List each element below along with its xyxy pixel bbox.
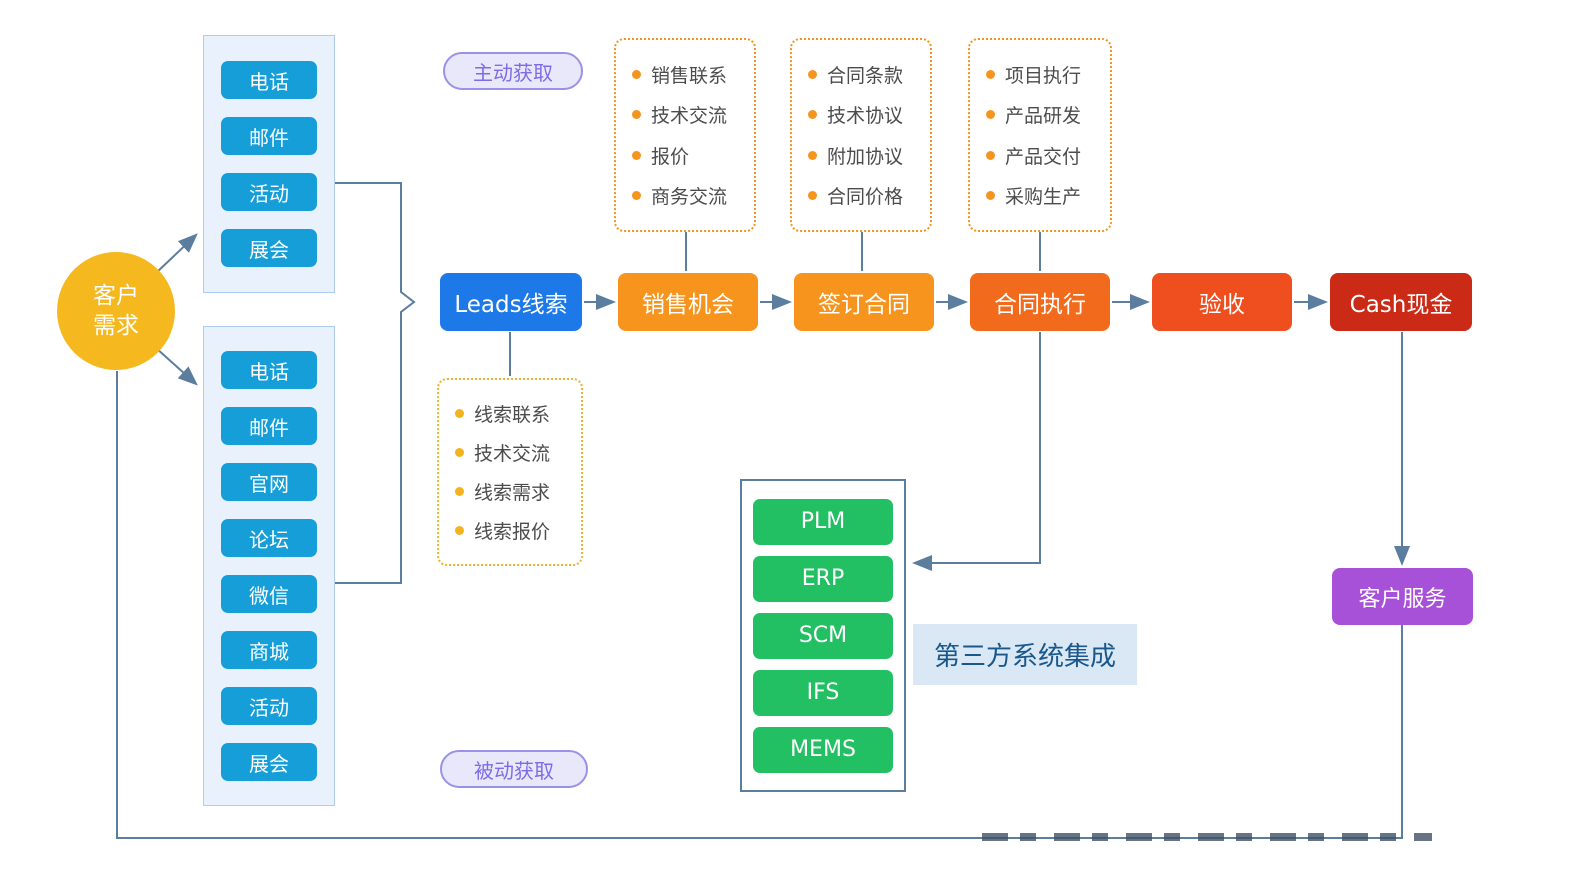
channel-expo: 展会: [221, 229, 317, 267]
flow-contract-execution-node: 合同执行: [970, 273, 1110, 331]
system-erp: ERP: [753, 555, 893, 602]
channel-wechat: 微信: [221, 575, 317, 613]
detail-label: 技术交流: [474, 443, 551, 465]
flow-cash-node: Cash现金: [1330, 273, 1472, 331]
bullet-icon: [986, 110, 995, 120]
customer-need-node: 客户 需求: [57, 252, 175, 370]
detail-item: 线索需求: [455, 478, 577, 505]
detail-label: 产品研发: [1005, 105, 1082, 128]
channel-phone: 电话: [221, 61, 317, 99]
detail-label: 合同价格: [827, 185, 904, 208]
detail-item: 合同价格: [808, 182, 926, 209]
channel-event: 活动: [221, 173, 317, 211]
customer-need-line1: 客户: [93, 283, 139, 309]
customer-need-line2: 需求: [93, 313, 139, 339]
bullet-icon: [455, 448, 464, 457]
bullet-icon: [632, 150, 641, 160]
bullet-icon: [632, 110, 641, 120]
active-channels-group: 电话 邮件 活动 展会: [203, 35, 335, 293]
detail-label: 项目执行: [1005, 65, 1082, 88]
channel-forum: 论坛: [221, 519, 317, 557]
channel-event: 活动: [221, 687, 317, 725]
detail-item: 报价: [632, 142, 750, 169]
detail-label: 技术交流: [651, 105, 728, 128]
arrow-need-to-active-channels: [155, 233, 198, 274]
detail-item: 销售联系: [632, 61, 750, 88]
detail-label: 销售联系: [651, 65, 728, 88]
flow-sign-contract-node: 签订合同: [794, 273, 934, 331]
flow-leads-node: Leads线索: [440, 273, 582, 331]
detail-label: 产品交付: [1005, 145, 1082, 168]
opportunity-details-box: 销售联系 技术交流 报价 商务交流: [614, 38, 756, 232]
leads-details-box: 线索联系 技术交流 线索需求 线索报价: [437, 378, 583, 566]
detail-item: 采购生产: [986, 182, 1106, 209]
bullet-icon: [808, 70, 817, 80]
channel-website: 官网: [221, 463, 317, 501]
bullet-icon: [455, 409, 464, 418]
channel-expo: 展会: [221, 743, 317, 781]
execution-details-box: 项目执行 产品研发 产品交付 采购生产: [968, 38, 1112, 232]
detail-item: 产品研发: [986, 101, 1106, 128]
customer-service-node: 客户服务: [1332, 568, 1473, 625]
bullet-icon: [455, 487, 464, 496]
detail-label: 技术协议: [827, 105, 904, 128]
system-mems: MEMS: [753, 726, 893, 773]
detail-label: 商务交流: [651, 185, 728, 208]
detail-item: 商务交流: [632, 182, 750, 209]
detail-item: 合同条款: [808, 61, 926, 88]
bullet-icon: [632, 190, 641, 200]
active-acquisition-pill: 主动获取: [443, 52, 583, 90]
passive-channels-group: 电话 邮件 官网 论坛 微信 商城 活动 展会: [203, 326, 335, 806]
flow-acceptance-node: 验收: [1152, 273, 1292, 331]
detail-item: 产品交付: [986, 142, 1106, 169]
system-scm: SCM: [753, 612, 893, 659]
bullet-icon: [808, 150, 817, 160]
detail-label: 合同条款: [827, 65, 904, 88]
detail-label: 报价: [651, 145, 690, 168]
detail-item: 项目执行: [986, 61, 1106, 88]
detail-label: 线索联系: [474, 404, 551, 426]
arrow-execution-to-systems: [912, 332, 1041, 571]
detail-item: 技术交流: [455, 439, 577, 466]
bullet-icon: [808, 190, 817, 200]
detail-item: 附加协议: [808, 142, 926, 169]
flow-opportunity-node: 销售机会: [618, 273, 758, 331]
system-ifs: IFS: [753, 669, 893, 716]
bullet-icon: [986, 150, 995, 160]
channel-phone: 电话: [221, 351, 317, 389]
detail-item: 技术交流: [632, 101, 750, 128]
passive-acquisition-pill: 被动获取: [440, 750, 588, 788]
detail-item: 线索报价: [455, 517, 577, 544]
detail-label: 采购生产: [1005, 185, 1082, 208]
channel-email: 邮件: [221, 117, 317, 155]
bullet-icon: [808, 110, 817, 120]
detail-label: 线索需求: [474, 482, 551, 504]
arrow-need-to-passive-channels: [155, 347, 198, 386]
third-party-integration-label: 第三方系统集成: [913, 624, 1137, 685]
bullet-icon: [986, 190, 995, 200]
detail-label: 线索报价: [474, 521, 551, 543]
channel-email: 邮件: [221, 407, 317, 445]
contract-details-box: 合同条款 技术协议 附加协议 合同价格: [790, 38, 932, 232]
bullet-icon: [632, 70, 641, 80]
watermark-artifact: [982, 833, 1432, 841]
bracket-channels-to-leads: [335, 182, 416, 584]
detail-item: 技术协议: [808, 101, 926, 128]
detail-item: 线索联系: [455, 400, 577, 427]
channel-mall: 商城: [221, 631, 317, 669]
system-plm: PLM: [753, 498, 893, 545]
bullet-icon: [986, 70, 995, 80]
detail-label: 附加协议: [827, 145, 904, 168]
bullet-icon: [455, 526, 464, 535]
third-party-systems-container: PLM ERP SCM IFS MEMS: [740, 479, 906, 792]
